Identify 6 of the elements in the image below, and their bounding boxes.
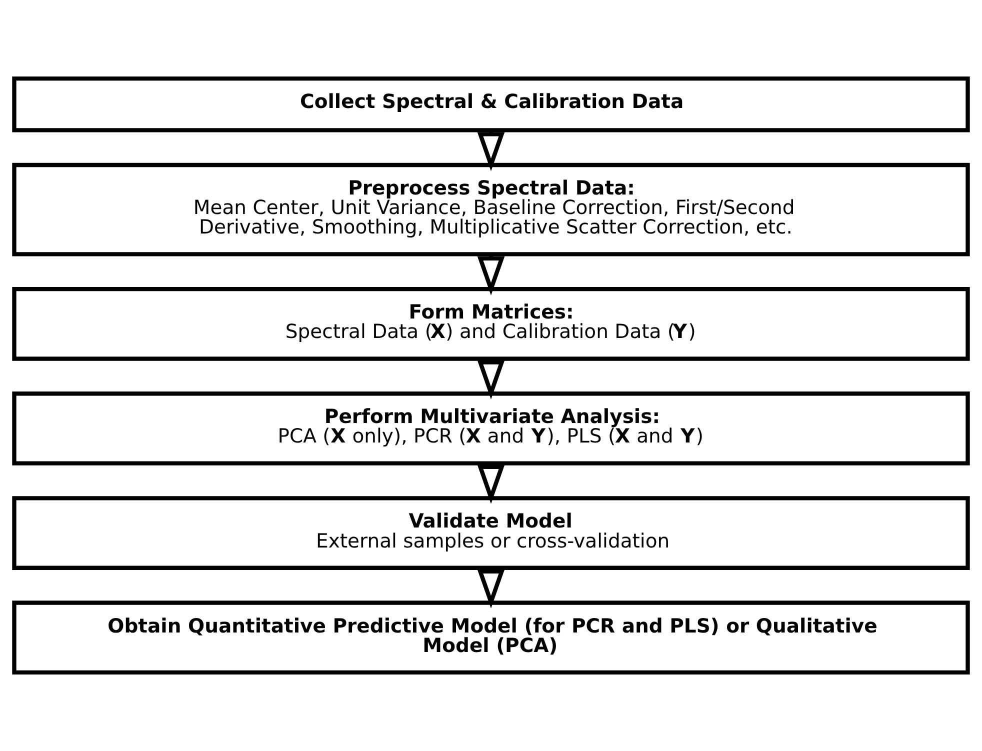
node-box: Perform Multivariate Analysis: PCA (X only), PCR (X and Y), PLS (X and Y) — [12, 392, 970, 466]
node-box: Validate Model External samples or cross-validation — [12, 496, 970, 570]
node-box: Form Matrices: Spectral Data (X) and Calibration Data (Y) — [12, 286, 970, 361]
node-box: Obtain Quantitative Predictive Model (for PCR and PLS) or Qualitative Model (PCA) — [12, 600, 970, 675]
node-box: Preprocess Spectral Data: Mean Center, Unit Variance, Baseline Correction, First/Second Derivative, Smoothing, Multiplicative Scatter Correction, etc. — [12, 162, 970, 256]
node-box: Collect Spectral & Calibration Data — [12, 76, 970, 132]
